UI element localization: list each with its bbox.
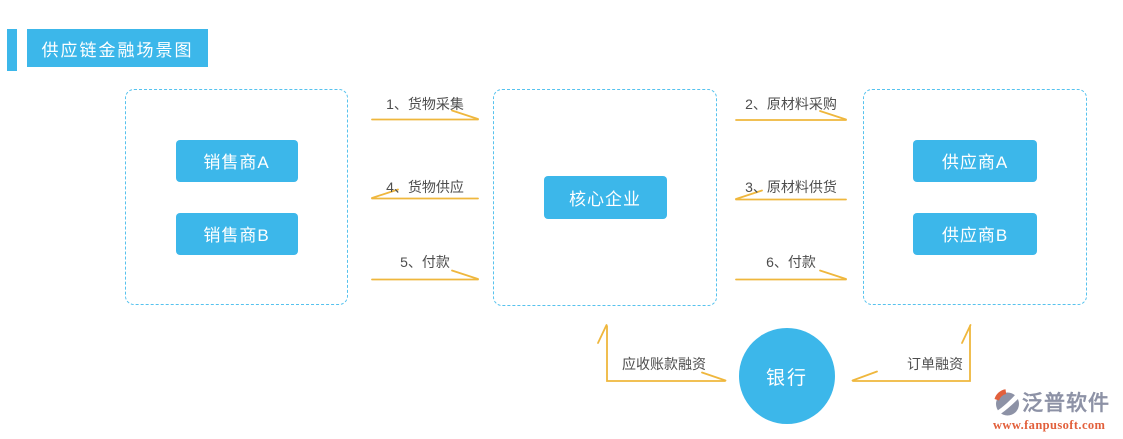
suppliers-group-box: 供应商A 供应商B xyxy=(863,89,1087,305)
node-bank: 银行 xyxy=(739,328,835,424)
title-accent-bar xyxy=(7,29,17,71)
node-seller-a: 销售商A xyxy=(175,139,298,182)
bank-supplier-chevron xyxy=(851,370,878,382)
node-supplier-b: 供应商B xyxy=(913,212,1037,255)
flow-label-1: 1、货物采集 xyxy=(386,96,464,112)
watermark-brand: 泛普软件 xyxy=(1022,392,1110,415)
watermark-url: www.fanpusoft.com xyxy=(993,418,1106,432)
flow-label-5: 5、付款 xyxy=(400,254,450,270)
flow-label-receivable-financing: 应收账款融资 xyxy=(622,356,706,372)
sellers-group-box: 销售商A 销售商B xyxy=(125,89,348,305)
flow-label-2: 2、原材料采购 xyxy=(745,96,837,112)
flow-label-order-financing: 订单融资 xyxy=(907,356,963,372)
page-title: 供应链金融场景图 xyxy=(27,29,208,67)
bank-supplier-up-head xyxy=(961,324,972,344)
node-core-enterprise: 核心企业 xyxy=(543,176,667,219)
flow-label-6: 6、付款 xyxy=(766,254,816,270)
flow-label-4: 4、货物供应 xyxy=(386,179,464,195)
node-seller-b: 销售商B xyxy=(175,212,298,255)
watermark: 泛普软件 www.fanpusoft.com xyxy=(993,387,1117,433)
bank-core-up-head xyxy=(597,324,608,344)
core-enterprise-box: 核心企业 xyxy=(493,89,717,306)
node-supplier-a: 供应商A xyxy=(913,139,1037,182)
flow-label-3: 3、原材料供货 xyxy=(745,179,837,195)
fanpu-logo-icon xyxy=(994,388,1020,415)
